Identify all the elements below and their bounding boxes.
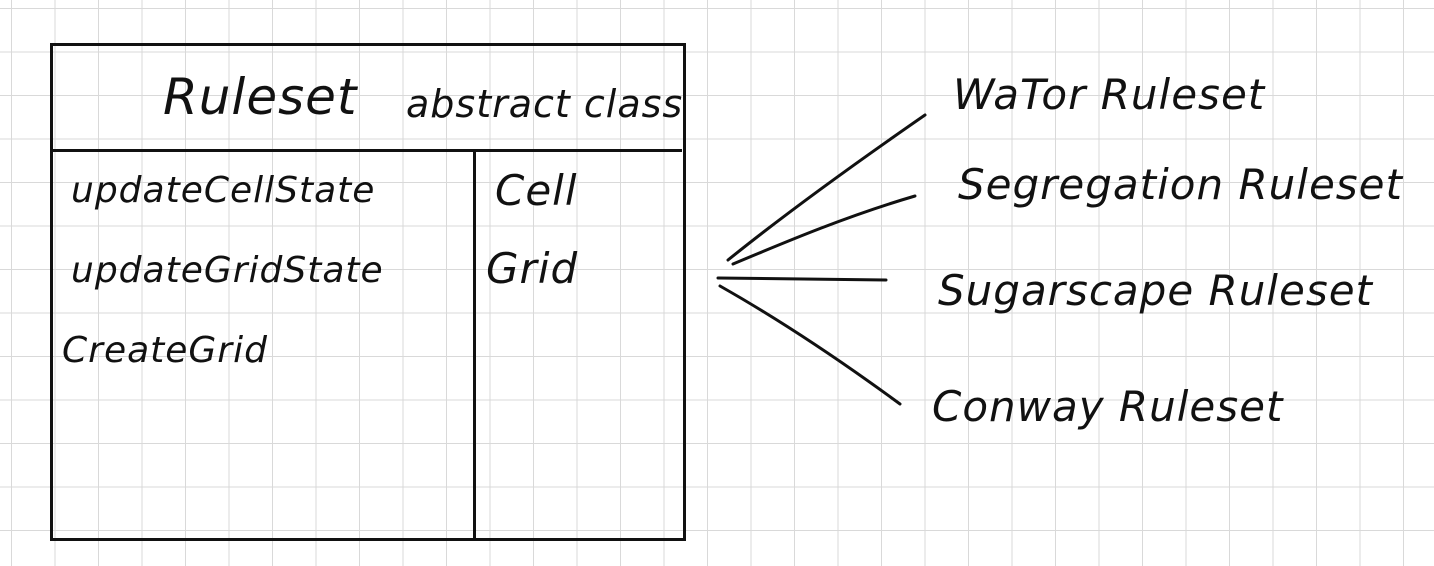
column-divider bbox=[473, 150, 476, 541]
subclass-label: Sugarscape Ruleset bbox=[938, 266, 1374, 315]
subclass-label: Segregation Ruleset bbox=[958, 160, 1403, 209]
class-box bbox=[50, 43, 686, 541]
connector-line-wator bbox=[726, 113, 927, 262]
subclass-label: Conway Ruleset bbox=[932, 382, 1284, 431]
connector-line-conway bbox=[718, 284, 902, 406]
title-divider bbox=[50, 149, 682, 152]
field-item: Cell bbox=[495, 166, 578, 215]
connector-line-segregation bbox=[731, 194, 917, 266]
subclass-label: WaTor Ruleset bbox=[953, 70, 1266, 119]
method-item: updateCellState bbox=[71, 170, 376, 211]
class-subtitle: abstract class bbox=[406, 82, 684, 126]
class-title: Ruleset bbox=[163, 68, 358, 126]
method-item: updateGridState bbox=[71, 250, 384, 291]
method-item: CreateGrid bbox=[62, 330, 268, 371]
connector-line-sugarscape bbox=[716, 276, 888, 282]
field-item: Grid bbox=[486, 244, 579, 293]
